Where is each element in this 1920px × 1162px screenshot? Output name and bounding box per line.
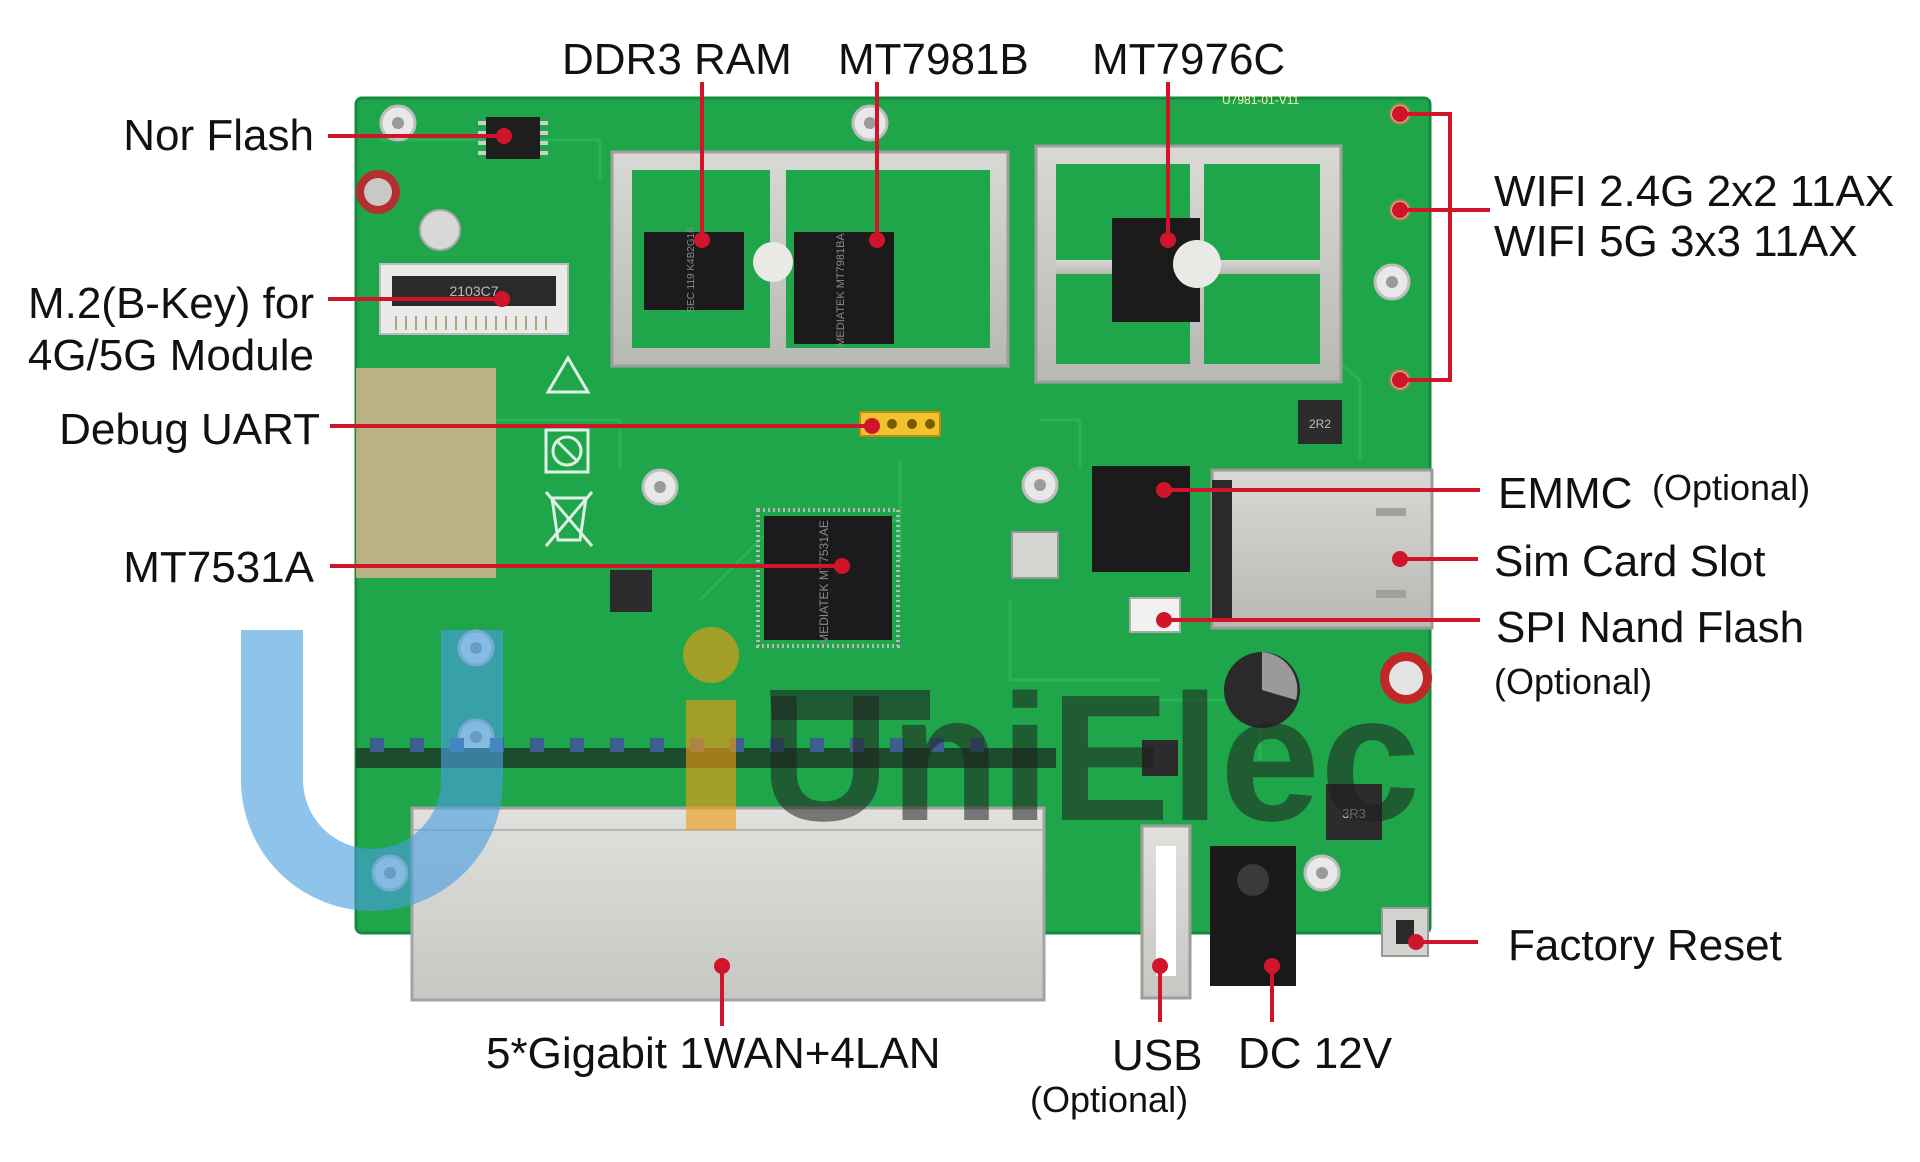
ram-chip-marking: SEC 119 K4B2G16 <box>686 227 697 313</box>
callout-line-ant1 <box>1400 112 1450 116</box>
watermark-text: UniElec <box>760 658 1420 859</box>
spi-nand-chip <box>1129 597 1181 633</box>
usb-port <box>1140 824 1192 1000</box>
callout-dot-mt7981b <box>869 232 885 248</box>
rf-shield-soc: SEC 119 K4B2G16 MEDIATEK MT7981BA <box>610 150 1010 368</box>
callout-line-nor-flash <box>328 134 504 138</box>
label-debug-uart: Debug UART <box>59 405 320 454</box>
label-factory-reset: Factory Reset <box>1508 921 1782 970</box>
reset-button <box>1381 907 1429 957</box>
callout-dot-ddr3 <box>694 232 710 248</box>
inductor <box>1011 531 1059 579</box>
callout-dot-reset <box>1408 934 1424 950</box>
callout-dot-mt7976c <box>1160 232 1176 248</box>
callout-dot-emmc <box>1156 482 1172 498</box>
callout-dot-nor-flash <box>496 128 512 144</box>
emmc-chip <box>1092 466 1190 572</box>
label-ddr3-ram: DDR3 RAM <box>562 35 792 84</box>
label-wifi-24g: WIFI 2.4G 2x2 11AX <box>1494 167 1895 216</box>
label-spi-note: (Optional) <box>1494 661 1653 702</box>
callout-line-mt7531a <box>330 564 842 568</box>
soc-chip-marking: MEDIATEK MT7981BA <box>835 233 847 347</box>
callout-line-dc <box>1270 966 1274 1022</box>
mt7531a-chip: MEDIATEK MT7531AE <box>756 508 900 648</box>
label-nor-flash: Nor Flash <box>123 111 314 160</box>
nor-flash-chip <box>486 117 540 159</box>
sim-card-slot <box>1210 468 1434 630</box>
label-wifi-5g: WIFI 5G 3x3 11AX <box>1494 217 1858 266</box>
label-spi-nand-flash: SPI Nand Flash <box>1496 603 1805 652</box>
callout-dot-sim <box>1392 551 1408 567</box>
callout-dot-spi-nand <box>1156 612 1172 628</box>
unielec-watermark <box>241 627 930 911</box>
label-emmc: EMMC <box>1498 469 1633 518</box>
inductor-3r3-marking: 3R3 <box>1342 806 1366 821</box>
callout-line-ddr3 <box>700 82 704 237</box>
callout-line-usb <box>1158 966 1162 1022</box>
label-ethernet: 5*Gigabit 1WAN+4LAN <box>486 1029 941 1078</box>
label-m2-line1: M.2(B-Key) for <box>27 279 314 328</box>
callout-line-spi-nand <box>1162 618 1480 622</box>
callout-line-m2 <box>328 297 502 301</box>
label-mt7981b: MT7981B <box>838 35 1029 84</box>
callout-line-debug-uart <box>330 424 870 428</box>
callout-line-ant2 <box>1400 208 1490 212</box>
mt7981b-chip <box>794 232 894 344</box>
label-usb: USB <box>1112 1031 1203 1080</box>
switch-chip-marking: MEDIATEK MT7531AE <box>817 520 831 644</box>
compliance-icons <box>544 355 594 547</box>
callout-line-sim <box>1398 557 1478 561</box>
label-emmc-note: (Optional) <box>1652 467 1811 508</box>
inductor-2r2-marking: 2R2 <box>1309 417 1331 431</box>
label-usb-note: (Optional) <box>1030 1079 1189 1120</box>
rf-shield-wifi <box>1034 144 1343 384</box>
copper-pad <box>356 368 496 578</box>
label-mt7531a: MT7531A <box>123 543 314 592</box>
label-dc-12v: DC 12V <box>1238 1029 1393 1078</box>
callout-dot-debug-uart <box>864 418 880 434</box>
ddr3-ram-chip <box>644 232 744 310</box>
label-m2-line2: 4G/5G Module <box>27 331 314 380</box>
callout-line-ethernet <box>720 966 724 1026</box>
callout-line-reset <box>1414 940 1478 944</box>
label-sim-card-slot: Sim Card Slot <box>1494 537 1766 586</box>
callout-line-ant3 <box>1400 378 1450 382</box>
callout-line-mt7981b <box>875 82 879 237</box>
m2-marking: 2103C7 <box>449 283 498 299</box>
callout-bracket-wifi <box>1448 112 1452 382</box>
board-id-marking: U7981-01-V11 <box>1222 93 1299 107</box>
electrolytic-capacitors <box>1224 652 1432 728</box>
callout-dot-m2 <box>494 291 510 307</box>
callout-dot-mt7531a <box>834 558 850 574</box>
callout-line-emmc <box>1162 488 1480 492</box>
label-mt7976c: MT7976C <box>1092 35 1286 84</box>
dc-jack <box>1210 846 1296 986</box>
callout-line-mt7976c <box>1166 82 1170 237</box>
